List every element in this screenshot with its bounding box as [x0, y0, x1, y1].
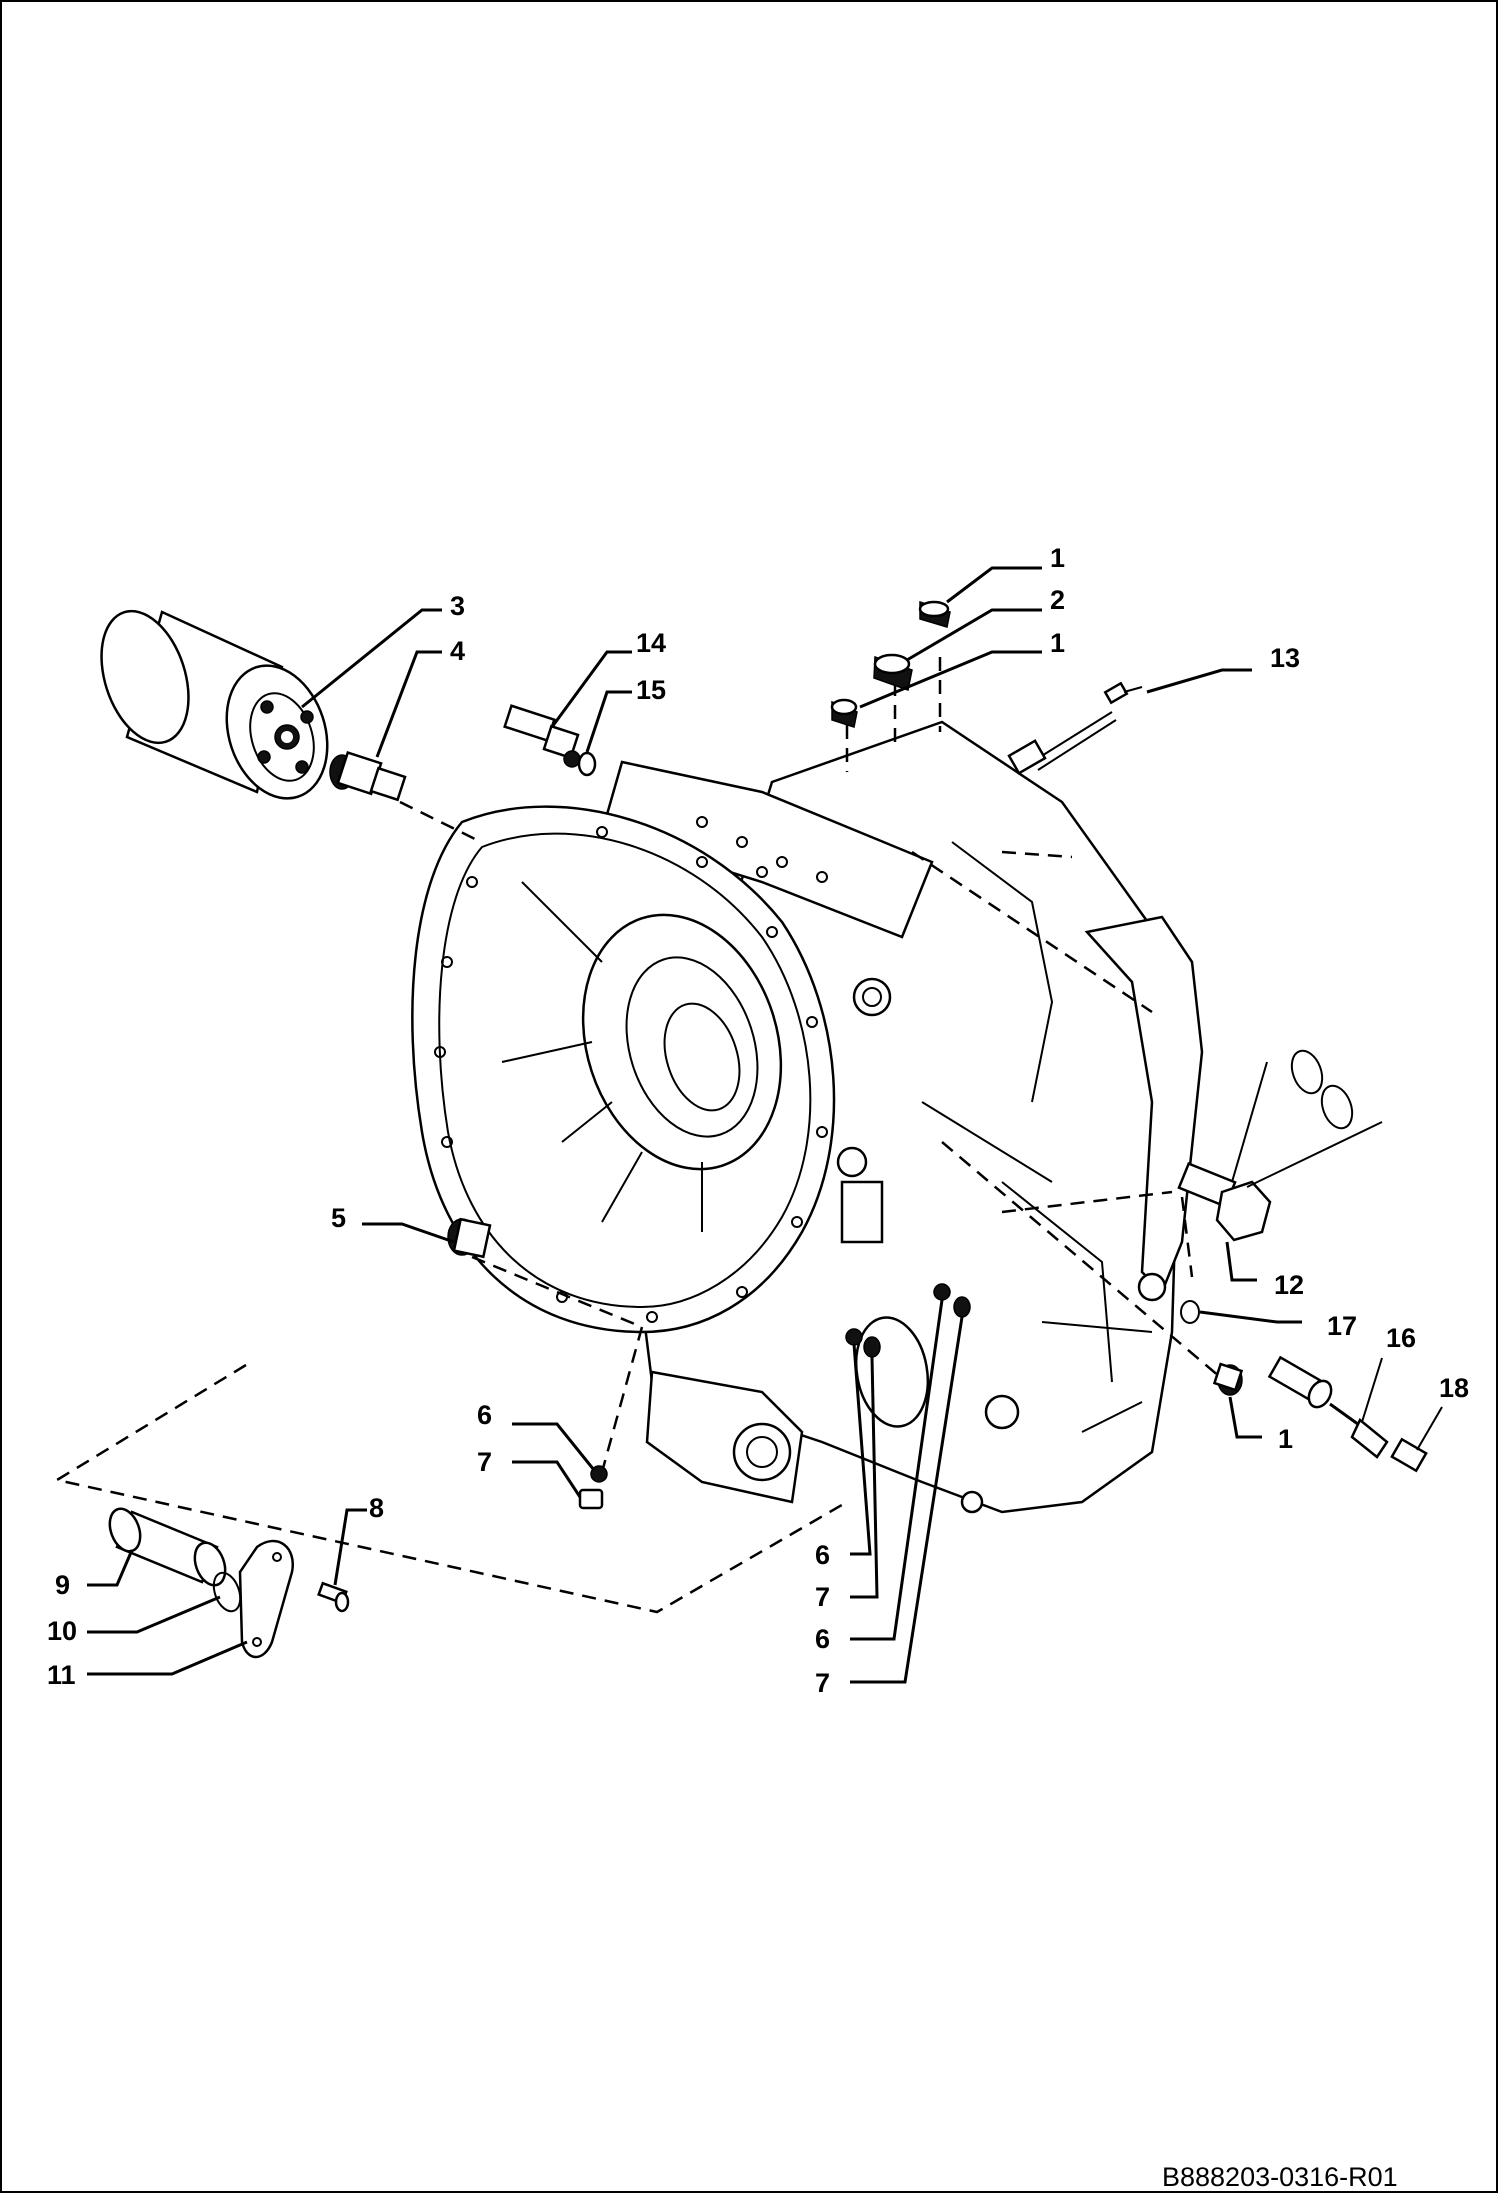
callout-14: 14 [636, 628, 666, 658]
oil-filter [100, 609, 329, 800]
drawing-code: B888203-0316-R01 [1162, 2162, 1398, 2192]
drain-plug [1177, 1049, 1354, 1242]
side-plug [447, 1217, 492, 1259]
callout-6: 6 [477, 1400, 492, 1430]
callout-8: 8 [369, 1493, 384, 1523]
screw [317, 1581, 350, 1613]
callout-15: 15 [636, 675, 666, 705]
callout-16: 16 [1386, 1323, 1416, 1353]
transmission-housing [411, 720, 1204, 1514]
o-ring-17 [1180, 1300, 1200, 1324]
pressure-sender [503, 704, 597, 777]
callout-2: 2 [1050, 585, 1065, 615]
lower-plug [1212, 1362, 1244, 1396]
callout-1: 1 [1278, 1424, 1293, 1454]
leader-lines [87, 566, 1443, 1684]
callout-1: 1 [1050, 628, 1065, 658]
callout-5: 5 [331, 1203, 346, 1233]
callout-10: 10 [47, 1616, 77, 1646]
top-plugs [830, 600, 951, 728]
callout-11: 11 [47, 1660, 76, 1690]
callout-7: 7 [815, 1582, 830, 1612]
callout-17: 17 [1327, 1311, 1357, 1341]
callout-9: 9 [55, 1570, 70, 1600]
speed-sensor [1267, 1355, 1428, 1473]
callout-18: 18 [1439, 1373, 1469, 1403]
callout-6: 6 [815, 1540, 830, 1570]
callout-13: 13 [1270, 643, 1300, 673]
callout-1: 1 [1050, 543, 1065, 573]
assembly-lines [53, 657, 1221, 1614]
callout-3: 3 [450, 591, 465, 621]
callout-6: 6 [815, 1624, 830, 1654]
callout-numbers: 1 2 1 3 4 14 15 13 5 12 17 16 18 1 6 7 8… [47, 543, 1469, 1698]
callout-4: 4 [450, 636, 465, 666]
temperature-sensor [1007, 681, 1143, 775]
callout-7: 7 [477, 1447, 492, 1477]
cover-assembly [108, 1507, 295, 1659]
filter-adapter [329, 750, 407, 802]
callout-7: 7 [815, 1668, 830, 1698]
callout-12: 12 [1274, 1270, 1304, 1300]
